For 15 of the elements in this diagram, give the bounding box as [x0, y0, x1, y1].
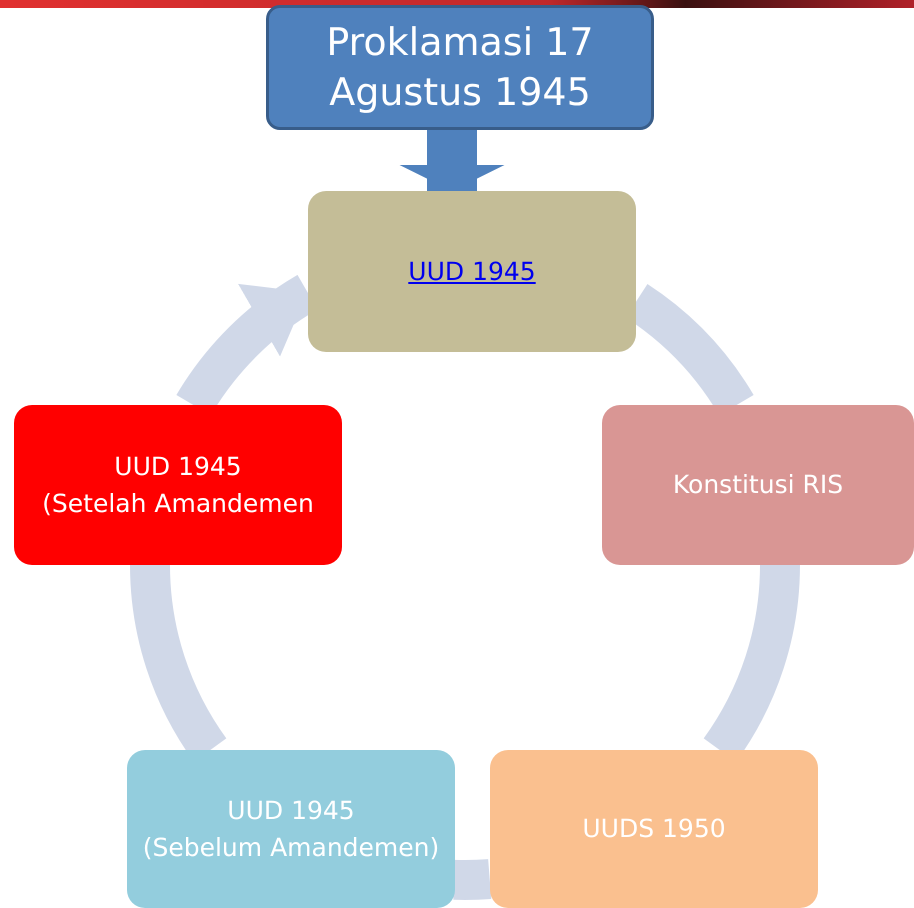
link: UUD 1945 — [408, 256, 536, 288]
block-arrow — [400, 130, 504, 191]
box-subtitle: (Sebelum Amandemen) — [142, 832, 440, 864]
box-title: UUD 1945 — [227, 794, 355, 826]
box-subtitle: (Setelah Amandemen — [42, 488, 314, 520]
process-box — [490, 750, 818, 908]
box-title: UUDS 1950 — [582, 813, 726, 845]
box-title: UUD 1945 — [114, 450, 242, 482]
process-box — [127, 750, 455, 908]
box-title: Proklamasi 17 Agustus 1945 — [325, 19, 595, 116]
process-box — [14, 405, 342, 565]
box-title: Konstitusi RIS — [672, 469, 844, 501]
process-box — [266, 5, 654, 130]
process-box — [308, 191, 636, 352]
process-box — [602, 405, 914, 565]
